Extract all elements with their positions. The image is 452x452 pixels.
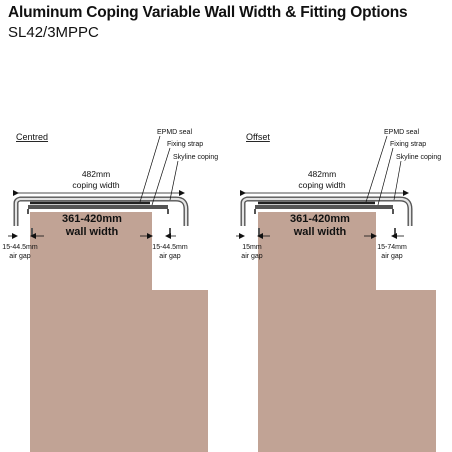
wall-section	[258, 212, 436, 452]
gap-left-label: air gap	[9, 253, 31, 260]
wall-width-value: 361-420mm	[290, 213, 350, 225]
gap-left-label: air gap	[241, 253, 263, 260]
callout-skyline-coping: Skyline coping	[396, 154, 441, 161]
gap-right-value: 15-44.5mm	[152, 244, 188, 251]
diagram-centred: Centred 482mm coping width 361-420mm wal…	[2, 129, 218, 452]
product-code: SL42/3MPPC	[8, 24, 99, 41]
wall-section	[30, 212, 208, 452]
section-label: Offset	[246, 132, 270, 142]
coping-width-value: 482mm	[308, 169, 336, 179]
wall-width-label: wall width	[65, 226, 119, 238]
coping-width-label: coping width	[72, 180, 120, 190]
callout-skyline-coping: Skyline coping	[173, 154, 218, 161]
skyline-coping	[13, 196, 189, 236]
callout-epmd-seal: EPMD seal	[157, 129, 192, 136]
callout-epmd-seal: EPMD seal	[384, 129, 419, 136]
gap-right-value: 15-74mm	[377, 244, 407, 251]
callout-fixing-strap: Fixing strap	[167, 141, 203, 148]
gap-right-label: air gap	[381, 253, 403, 260]
fixing-strap	[255, 205, 393, 209]
page-title: Aluminum Coping Variable Wall Width & Fi…	[8, 4, 408, 21]
section-label: Centred	[16, 132, 48, 142]
gap-left-value: 15mm	[242, 244, 262, 251]
coping-width-label: coping width	[298, 180, 346, 190]
diagram-offset: Offset 482mm coping width 361-420mm wall…	[236, 129, 441, 452]
callout-fixing-strap: Fixing strap	[390, 141, 426, 148]
coping-width-value: 482mm	[82, 169, 110, 179]
wall-width-label: wall width	[293, 226, 347, 238]
wall-width-value: 361-420mm	[62, 213, 122, 225]
gap-left-value: 15-44.5mm	[2, 244, 38, 251]
fixing-strap	[28, 205, 168, 209]
gap-right-label: air gap	[159, 253, 181, 260]
